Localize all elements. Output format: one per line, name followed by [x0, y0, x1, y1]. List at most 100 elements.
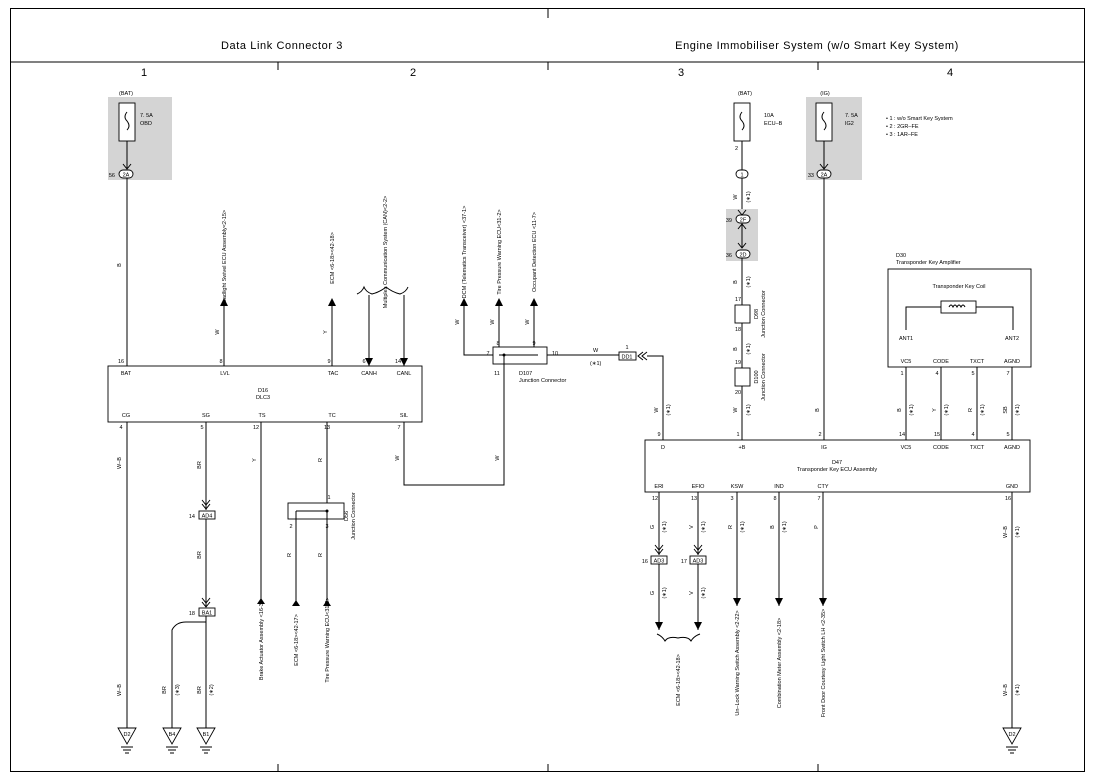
svg-text:(∗3): (∗3) [175, 684, 181, 695]
svg-text:(∗1): (∗1) [944, 404, 950, 415]
column-number-2: 2 [410, 67, 416, 79]
svg-text:W: W [654, 407, 660, 413]
svg-text:CANL: CANL [397, 371, 412, 377]
svg-text:1: 1 [327, 495, 330, 501]
svg-text:CG: CG [122, 413, 130, 419]
svg-text:14: 14 [899, 432, 905, 438]
svg-text:BR: BR [197, 551, 203, 559]
svg-text:13: 13 [691, 496, 697, 502]
svg-text:B1: B1 [203, 732, 210, 738]
svg-text:G: G [650, 525, 656, 529]
svg-text:V: V [689, 525, 695, 529]
dlc3-connector [107, 365, 423, 423]
dest-multiplex: Multiplex Communication System (CAN)<2-2… [383, 196, 389, 308]
connector-dd1 [618, 351, 637, 361]
svg-text:5: 5 [200, 425, 203, 431]
dest-unlock-warning: Un–Lock Warning Switch Assembly <2-22> [735, 610, 741, 715]
inline-2d [735, 249, 751, 259]
ground-b1: B1 [196, 727, 216, 754]
svg-text:2: 2 [818, 432, 821, 438]
svg-text:16: 16 [118, 359, 124, 365]
svg-text:7. 5A: 7. 5A [845, 113, 858, 119]
ecu-id: D47 [832, 460, 842, 466]
svg-text:AGND: AGND [1004, 359, 1020, 365]
svg-text:8: 8 [496, 341, 499, 347]
svg-text:(∗1): (∗1) [662, 587, 668, 598]
dest-ecm-ign: ECM <6-18><42-18> [676, 654, 682, 706]
svg-text:1: 1 [740, 173, 743, 179]
ground-d2-right: D2 [1002, 727, 1022, 754]
svg-text:14: 14 [189, 514, 195, 520]
svg-text:3: 3 [730, 496, 733, 502]
svg-text:R: R [968, 408, 974, 412]
svg-text:(∗1): (∗1) [746, 191, 752, 202]
svg-text:7: 7 [1006, 371, 1009, 377]
dest-combination-meter: Combination Meter Assembly <2-18> [777, 618, 783, 709]
svg-text:8: 8 [773, 496, 776, 502]
svg-text:17: 17 [681, 559, 687, 565]
svg-text:EFIO: EFIO [692, 484, 706, 490]
svg-text:2D: 2D [739, 253, 746, 259]
svg-text:W: W [490, 319, 496, 325]
section-title-immobiliser: Engine Immobiliser System (w/o Smart Key… [675, 40, 959, 52]
inline-2f [735, 214, 751, 224]
svg-text:B: B [770, 525, 776, 529]
svg-text:V: V [689, 591, 695, 595]
svg-text:IG2: IG2 [845, 121, 854, 127]
svg-text:W: W [733, 194, 739, 200]
svg-text:7: 7 [486, 351, 489, 357]
fuse-obd: (BAT) 7. 5A OBD 56 2A [108, 91, 172, 180]
svg-text:36: 36 [726, 253, 732, 259]
svg-text:Y: Y [932, 408, 938, 412]
svg-text:AD4: AD4 [202, 514, 213, 520]
svg-text:D98: D98 [754, 309, 760, 319]
svg-text:R: R [318, 458, 324, 462]
dlc3-id: D16 [258, 388, 268, 394]
svg-text:16: 16 [1005, 496, 1011, 502]
svg-text:1: 1 [900, 371, 903, 377]
svg-text:12: 12 [253, 425, 259, 431]
amplifier-id: D30 [896, 253, 906, 259]
svg-text:(∗1): (∗1) [746, 343, 752, 354]
svg-text:D100: D100 [754, 370, 760, 383]
svg-text:33: 33 [808, 173, 814, 179]
svg-text:TS: TS [258, 413, 265, 419]
svg-text:2: 2 [289, 524, 292, 530]
ecu-name: Transponder Key ECU Assembly [797, 467, 877, 473]
svg-text:W–B: W–B [117, 457, 123, 469]
svg-text:AD3: AD3 [693, 559, 704, 565]
svg-text:(∗2): (∗2) [209, 684, 215, 695]
svg-text:9: 9 [327, 359, 330, 365]
svg-text:CTY: CTY [818, 484, 829, 490]
fuse-ig2: (IG) 7. 5A IG2 33 2A [806, 91, 862, 180]
svg-text:56: 56 [109, 173, 115, 179]
svg-text:7. 5A: 7. 5A [140, 113, 153, 119]
svg-text:IND: IND [774, 484, 784, 490]
svg-text:Junction Connector: Junction Connector [761, 353, 767, 401]
svg-text:W–B: W–B [1003, 684, 1009, 696]
svg-text:(∗1): (∗1) [746, 276, 752, 287]
svg-text:39: 39 [726, 218, 732, 224]
svg-text:R: R [728, 525, 734, 529]
svg-text:AGND: AGND [1004, 445, 1020, 451]
column-number-4: 4 [947, 67, 953, 79]
note-2: • 2 : 2GR–FE [886, 124, 919, 130]
svg-text:2A: 2A [821, 173, 828, 179]
svg-text:ERI: ERI [654, 484, 664, 490]
svg-text:R: R [287, 553, 293, 557]
svg-text:(∗1): (∗1) [1015, 526, 1021, 537]
svg-text:B: B [815, 408, 821, 412]
inline-ba1 [198, 607, 216, 617]
svg-text:Junction Connector: Junction Connector [761, 290, 767, 338]
dest-courtesy-light: Front Door Courtesy Light Switch LH <2-3… [821, 609, 827, 718]
svg-text:Junction Connector: Junction Connector [519, 378, 567, 384]
svg-text:20: 20 [735, 390, 741, 396]
svg-text:CODE: CODE [933, 359, 949, 365]
svg-text:D: D [661, 445, 665, 451]
svg-text:D2: D2 [123, 732, 130, 738]
svg-text:TAC: TAC [328, 371, 339, 377]
svg-text:(∗1): (∗1) [701, 587, 707, 598]
transponder-key-coil [940, 300, 977, 314]
svg-text:ECU–B: ECU–B [764, 121, 783, 127]
svg-text:14: 14 [395, 359, 401, 365]
